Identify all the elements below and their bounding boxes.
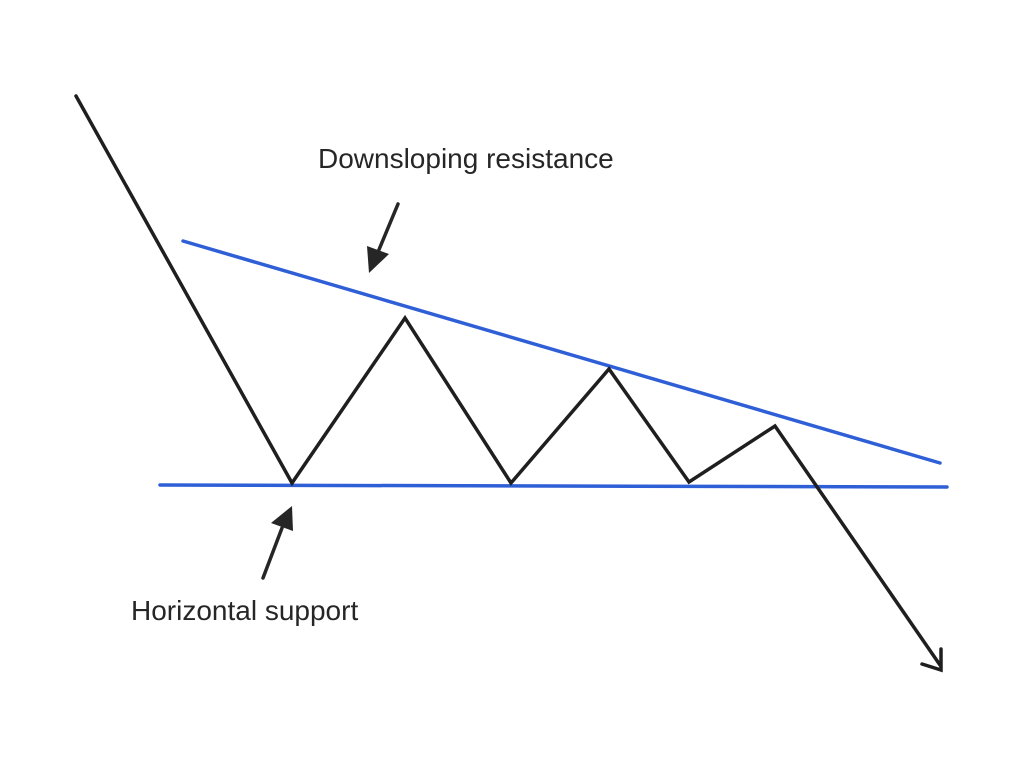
breakdown-arrowhead bbox=[920, 647, 943, 673]
support-line bbox=[158, 483, 949, 489]
resistance-line bbox=[181, 239, 942, 465]
resistance-label: Downsloping resistance bbox=[318, 143, 614, 174]
resistance-pointer-arrow bbox=[367, 202, 400, 273]
support-label: Horizontal support bbox=[131, 595, 358, 626]
support-pointer-arrow bbox=[261, 506, 293, 580]
price-path bbox=[74, 94, 942, 667]
